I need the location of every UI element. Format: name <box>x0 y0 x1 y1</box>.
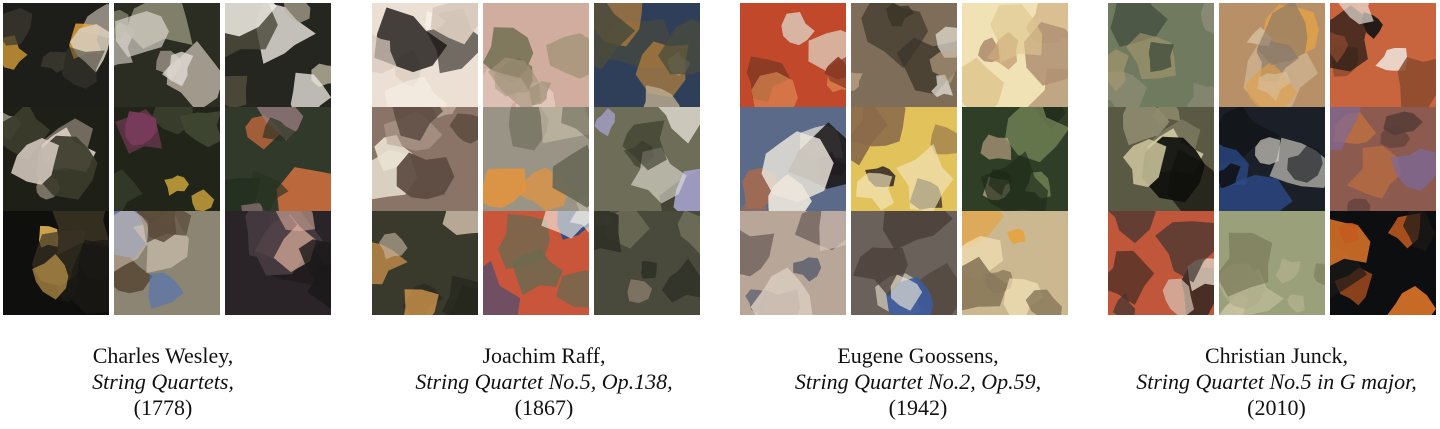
texture-tile <box>594 3 700 107</box>
texture-tile <box>740 211 846 315</box>
panel-4: Christian Junck, String Quartet No.5 in … <box>1105 0 1440 429</box>
texture-grid <box>372 3 700 315</box>
composer-name: Joachim Raff, <box>482 343 606 368</box>
texture-tile <box>962 211 1068 315</box>
texture-tile <box>372 107 478 211</box>
texture-tile <box>483 107 589 211</box>
texture-tile <box>372 211 478 315</box>
texture-tile <box>1330 211 1436 315</box>
texture-tile <box>1330 3 1436 107</box>
texture-tile <box>851 211 957 315</box>
texture-tile <box>740 107 846 211</box>
composer-name: Christian Junck, <box>1205 343 1348 368</box>
work-title: String Quartet No.5 in G major, <box>1136 369 1417 394</box>
work-title: String Quartets, <box>92 369 234 394</box>
texture-tile <box>1219 3 1325 107</box>
texture-tile <box>1108 107 1214 211</box>
texture-tile <box>594 211 700 315</box>
texture-tile <box>372 3 478 107</box>
texture-tile <box>962 107 1068 211</box>
caption: Charles Wesley, String Quartets, (1778) <box>0 343 343 421</box>
caption: Eugene Goossens, String Quartet No.2, Op… <box>738 343 1098 421</box>
texture-grid <box>1108 3 1436 315</box>
year: (2010) <box>1247 395 1306 420</box>
texture-tile <box>114 3 220 107</box>
texture-tile <box>225 3 331 107</box>
texture-tile <box>1219 211 1325 315</box>
texture-tile <box>3 211 109 315</box>
work-title: String Quartet No.2, Op.59, <box>794 369 1042 394</box>
texture-tile <box>1330 107 1436 211</box>
texture-tile <box>3 107 109 211</box>
year: (1867) <box>514 395 574 420</box>
texture-tile <box>851 107 957 211</box>
texture-tile <box>483 3 589 107</box>
panel-1: Charles Wesley, String Quartets, (1778) <box>0 0 360 429</box>
texture-tile <box>962 3 1068 107</box>
texture-tile <box>1108 3 1214 107</box>
year: (1942) <box>888 395 948 420</box>
texture-grid <box>3 3 331 315</box>
texture-tile <box>225 107 331 211</box>
texture-tile <box>851 3 957 107</box>
texture-tile <box>114 211 220 315</box>
panel-3: Eugene Goossens, String Quartet No.2, Op… <box>737 0 1097 429</box>
texture-tile <box>3 3 109 107</box>
composer-name: Charles Wesley, <box>92 343 234 368</box>
year: (1778) <box>133 395 193 420</box>
work-title: String Quartet No.5, Op.138, <box>415 369 673 394</box>
composer-name: Eugene Goossens, <box>837 343 999 368</box>
texture-tile <box>1219 107 1325 211</box>
texture-tile <box>114 107 220 211</box>
caption: Joachim Raff, String Quartet No.5, Op.13… <box>364 343 724 421</box>
texture-grid <box>740 3 1068 315</box>
panel-2: Joachim Raff, String Quartet No.5, Op.13… <box>369 0 729 429</box>
texture-tile <box>483 211 589 315</box>
caption: Christian Junck, String Quartet No.5 in … <box>1109 343 1440 421</box>
texture-tile <box>1108 211 1214 315</box>
texture-tile <box>740 3 846 107</box>
texture-tile <box>594 107 700 211</box>
texture-tile <box>225 211 331 315</box>
